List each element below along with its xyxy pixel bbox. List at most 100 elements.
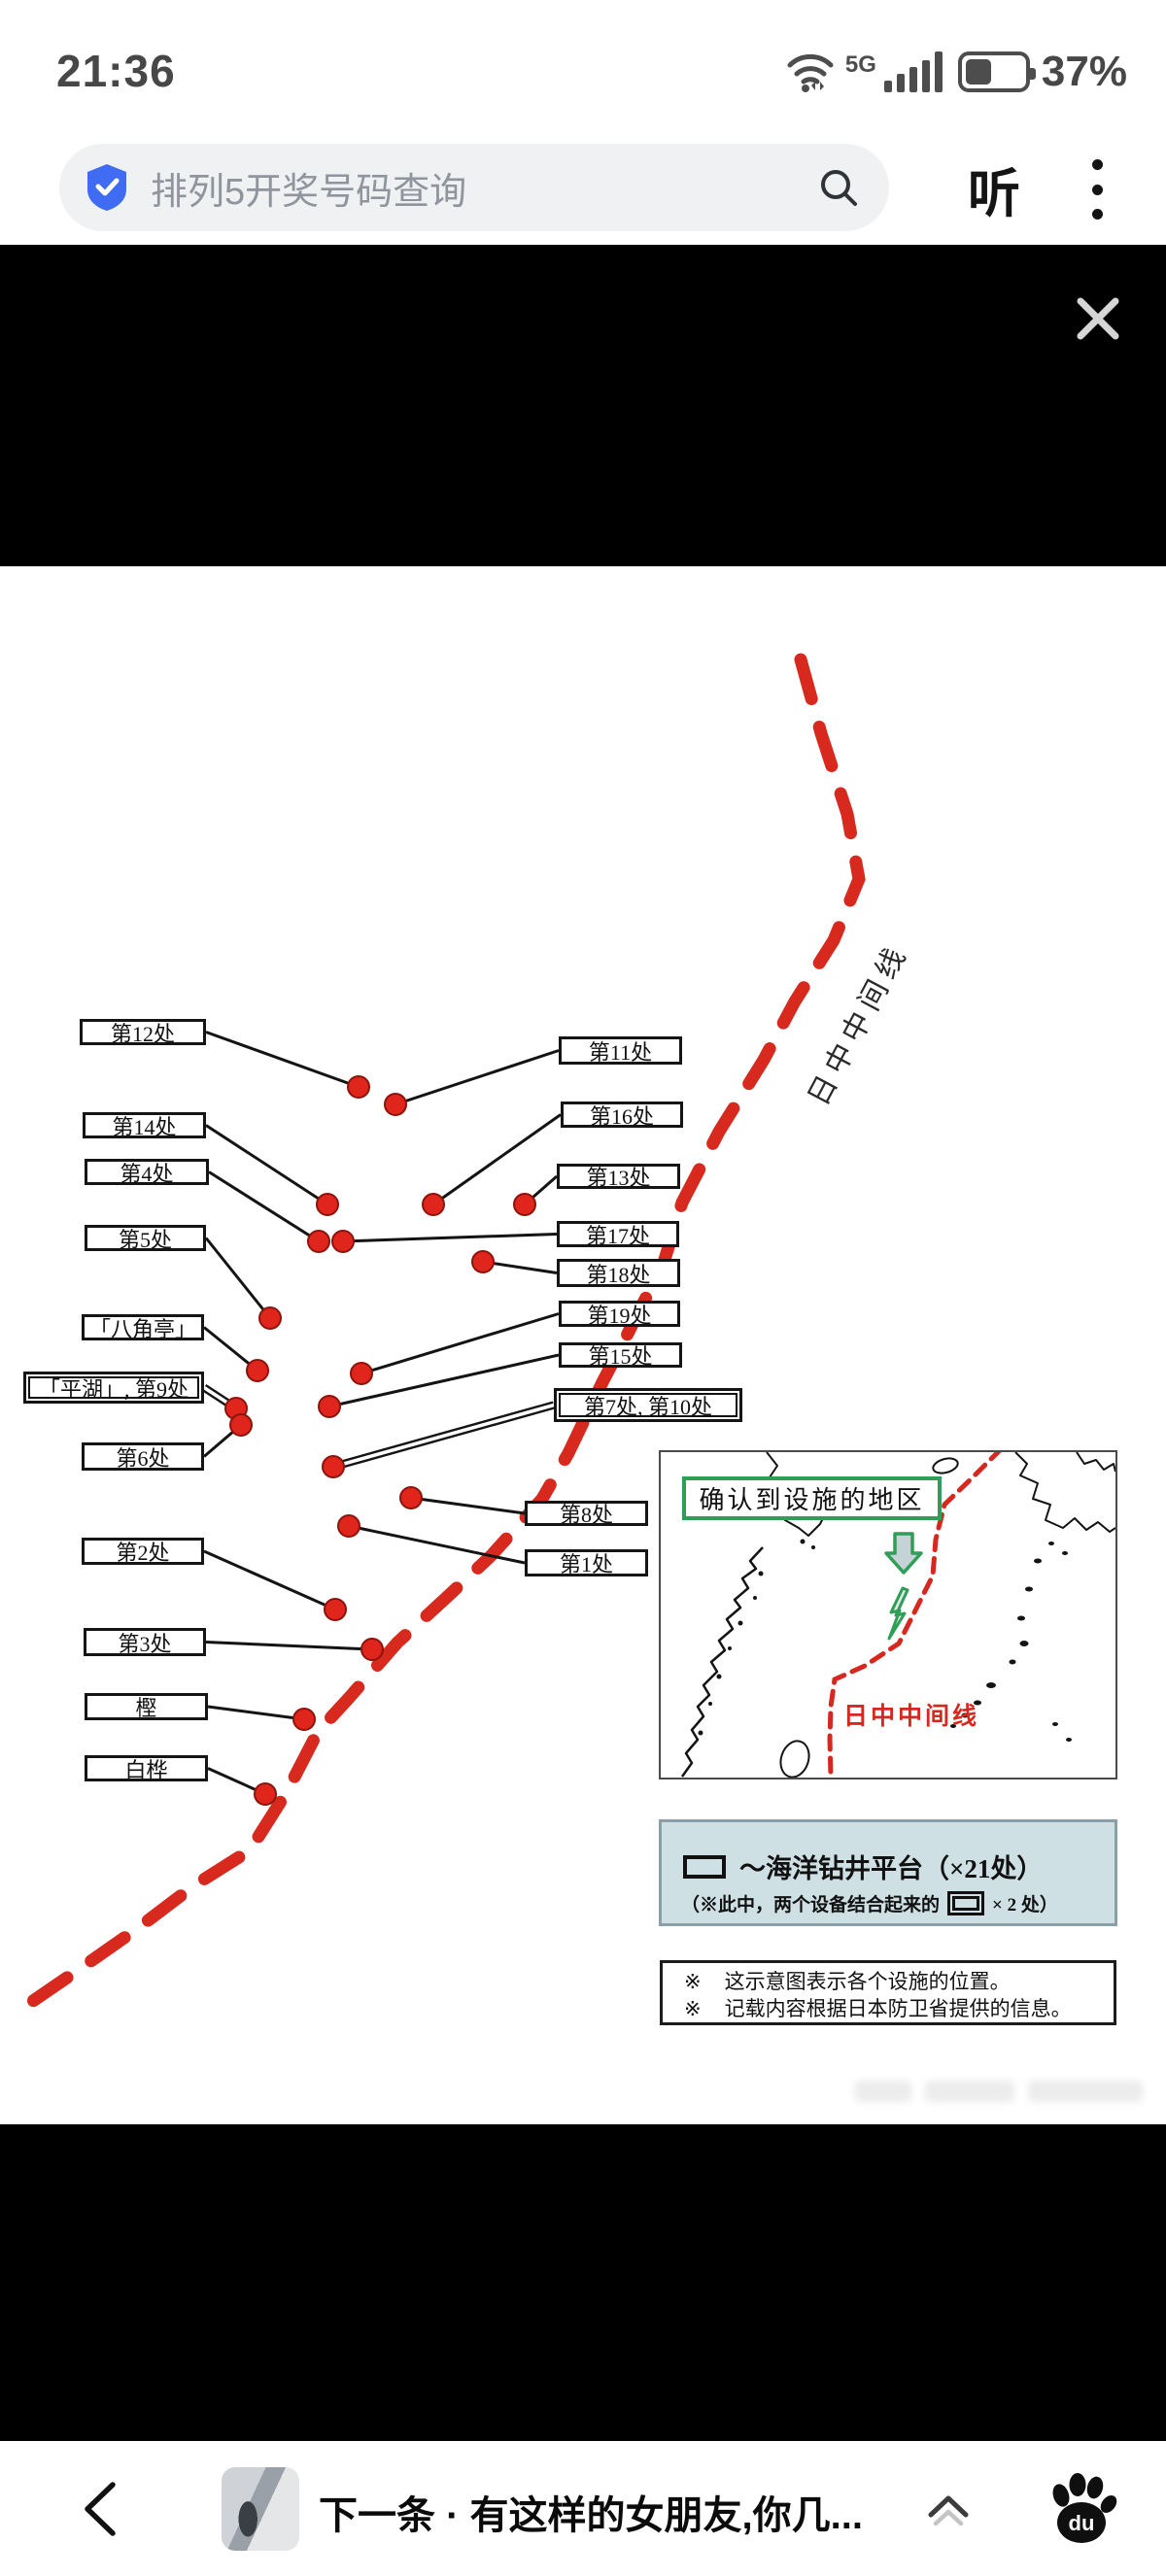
back-icon[interactable] [80,2480,122,2538]
facility-dot [331,1230,355,1253]
search-input[interactable]: 排列5开奖号码查询 [59,144,889,231]
facility-dots [224,1075,536,1806]
facility-label-box: 第5处 [85,1225,206,1252]
baidu-logo-text: du [1069,2511,1095,2535]
facility-connector [432,1113,562,1206]
clock: 21:36 [56,46,176,96]
facility-label-box: 第18处 [557,1259,680,1287]
facility-connector [328,1353,560,1408]
facility-dot [316,1193,339,1216]
facility-dot [322,1455,345,1478]
facility-connector [203,1549,336,1611]
facility-dot [360,1638,384,1661]
facility-label-box: 第16处 [561,1102,683,1129]
facility-connector [208,1170,320,1243]
legend-line1-text: ～海洋钻井平台（×21处） [739,1854,1044,1883]
wifi-icon [787,53,834,92]
facility-dot [422,1193,445,1216]
down-arrow-icon [884,1532,923,1575]
platform-symbol-icon [683,1854,726,1879]
facility-label-box: 第8处 [525,1501,648,1527]
facility-connector [342,1233,558,1243]
facility-label-box: 第15处 [559,1342,682,1369]
note-row: ※ 这示意图表示各个设施的位置。 [684,1968,1114,1995]
facility-dot [350,1362,373,1385]
notes-box: ※ 这示意图表示各个设施的位置。 ※ 记载内容根据日本防卫省提供的信息。 [660,1960,1116,2025]
facility-label-box: 第6处 [82,1442,204,1471]
next-video-thumbnail[interactable] [222,2467,299,2551]
facility-label-box: 第7处, 第10处 [554,1388,742,1422]
next-video-title[interactable]: 下一条 · 有这样的女朋友,你几... [319,2494,863,2537]
facility-connector [410,1496,526,1515]
note-marker: ※ [684,1997,702,2020]
signal-bars-icon [883,51,943,92]
median-line-dashed [8,653,866,2020]
close-icon[interactable] [1075,295,1121,342]
facility-dot [399,1486,423,1509]
facility-connectors [201,1031,562,1796]
facility-dot [292,1708,316,1731]
verified-shield-icon [87,164,126,211]
watermark [855,2070,1156,2113]
facility-connector [205,1031,360,1089]
bottom-next-bar: 下一条 · 有这样的女朋友,你几... du [0,2441,1166,2576]
facility-label-box: 第12处 [80,1019,206,1046]
combined-platform-symbol-icon [947,1891,985,1915]
facility-label-box: 第1处 [525,1549,648,1576]
facility-label-box: 第11处 [559,1036,682,1065]
note-text: 记载内容根据日本防卫省提供的信息。 [724,1997,1072,2020]
facility-connector [205,1124,328,1206]
facility-label-box: 第19处 [559,1301,680,1328]
facility-connector [331,1401,554,1466]
inset-median-line-label: 日中中间线 [843,1704,980,1730]
inset-median-line-dashed [827,1452,1002,1778]
facility-label-box: 第2处 [82,1538,204,1565]
facility-dot [513,1193,536,1216]
facility-dot [246,1359,269,1382]
legend-box: ～海洋钻井平台（×21处） （※此中，两个设备结合起来的 × 2 处） [659,1819,1117,1926]
media-letterbox-top [0,245,1166,566]
facility-dot [254,1782,277,1806]
facility-dot [324,1598,347,1621]
legend-line1: ～海洋钻井平台（×21处） [683,1847,1115,1885]
menu-kebab-icon[interactable] [1080,155,1114,223]
note-marker: ※ [684,1970,702,1993]
facility-dot [471,1250,495,1273]
facility-label-box: 第13处 [557,1164,680,1190]
facility-dot [258,1306,282,1330]
status-icons: 5G 37% [785,43,1127,101]
lightning-marker-icon [887,1586,909,1641]
chevron-up-icon[interactable] [925,2491,972,2534]
media-letterbox-bottom [0,2124,1166,2441]
facility-label-box: 「平湖」, 第9处 [23,1372,204,1404]
facility-connector [394,1049,560,1106]
facility-connector [333,1407,556,1472]
map-lines-layer [8,653,866,2020]
network-type-label: 5G [844,51,876,78]
facility-connector [348,1524,526,1565]
search-icon[interactable] [817,166,860,209]
baidu-paw-logo[interactable]: du [1047,2472,1119,2546]
facility-connector [205,1641,373,1651]
facility-dot [384,1093,407,1116]
facility-label-box: 第3处 [84,1628,206,1656]
legend-line2: （※此中，两个设备结合起来的 × 2 处） [681,1890,1115,1916]
facility-dot [318,1395,341,1418]
facility-label-box: 樫 [85,1693,208,1720]
drilling-platform-map-image: 第12处第14处第4处第5处「八角亭」「平湖」, 第9处第6处第2处第3处樫白桦… [0,566,1166,2124]
listen-button[interactable]: 听 [968,164,1020,223]
facility-label-box: 第4处 [85,1159,209,1186]
facility-connector [360,1312,560,1375]
confirmed-region-label: 确认到设施的地区 [682,1476,942,1520]
facility-connector [207,1705,305,1721]
battery-percent: 37% [1041,48,1127,95]
legend-line2-prefix: （※此中，两个设备结合起来的 [681,1895,941,1915]
note-text: 这示意图表示各个设施的位置。 [724,1970,1011,1993]
facility-connector [204,1237,272,1319]
facility-label-box: 第17处 [557,1221,679,1248]
facility-dot [229,1413,253,1437]
legend-line2-suffix: × 2 处） [992,1895,1058,1915]
search-query-text: 排列5开奖号码查询 [151,171,467,213]
facility-dot [337,1514,360,1538]
